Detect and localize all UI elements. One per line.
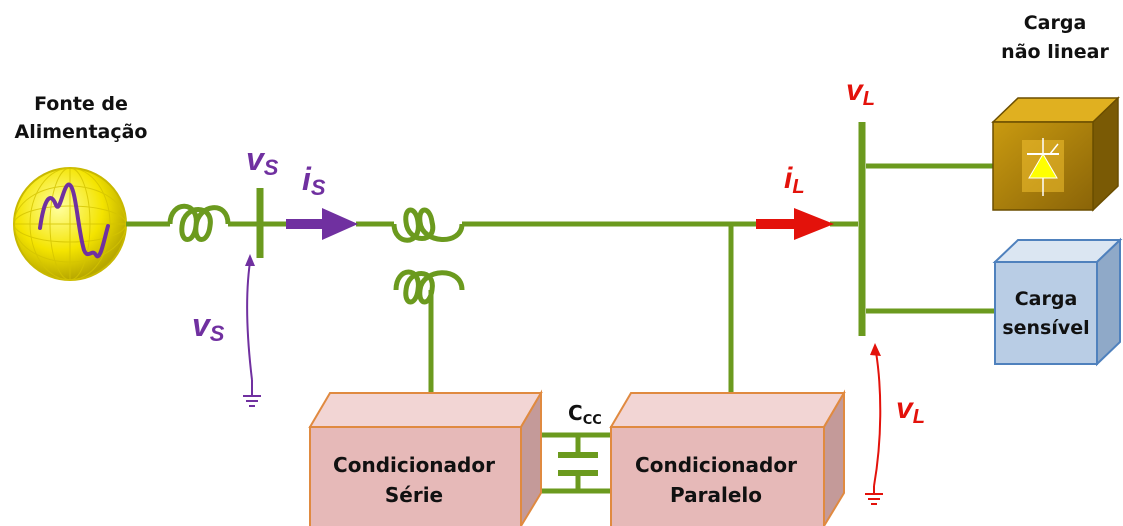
vl-measure-arrow bbox=[870, 343, 882, 487]
il-arrow bbox=[756, 208, 834, 240]
nonlinear-label-line2: não linear bbox=[1001, 41, 1109, 63]
sensitive-label-line2: sensível bbox=[1002, 317, 1089, 339]
inductor-icon bbox=[167, 203, 231, 242]
capacitor-icon bbox=[558, 452, 598, 476]
il-top-label: iL bbox=[784, 162, 805, 198]
distorted-waveform bbox=[38, 182, 110, 259]
ground-icon bbox=[243, 380, 261, 407]
vl-top-label: vL bbox=[846, 74, 875, 110]
source-label-line1: Fonte de bbox=[34, 93, 128, 115]
parallel-conditioner-box bbox=[609, 389, 846, 526]
nonlinear-label-line1: Carga bbox=[1024, 12, 1087, 34]
source-label-line2: Alimentação bbox=[15, 121, 148, 143]
diode-icon bbox=[1027, 138, 1059, 196]
capacitor-label: CCC bbox=[568, 401, 602, 428]
parallel-label-line1: Condicionador bbox=[635, 453, 797, 477]
vs-top-label: vS bbox=[246, 141, 279, 180]
globe-source-icon bbox=[13, 167, 127, 281]
ground-icon bbox=[865, 486, 883, 505]
series-conditioner-box bbox=[308, 389, 543, 526]
is-top-label: iS bbox=[302, 161, 326, 200]
series-transformer-icon bbox=[391, 207, 465, 305]
main-wires bbox=[126, 163, 995, 494]
vs-measure-arrow bbox=[245, 254, 255, 381]
vl-bottom-label: vL bbox=[896, 392, 925, 428]
series-label-line2: Série bbox=[385, 483, 443, 507]
sensitive-load-box bbox=[992, 237, 1123, 367]
sensitive-label-line1: Carga bbox=[1015, 288, 1078, 310]
series-label-line1: Condicionador bbox=[333, 453, 495, 477]
parallel-label-line2: Paralelo bbox=[670, 483, 762, 507]
is-arrow bbox=[286, 208, 358, 240]
vs-bottom-label: vS bbox=[192, 307, 225, 346]
